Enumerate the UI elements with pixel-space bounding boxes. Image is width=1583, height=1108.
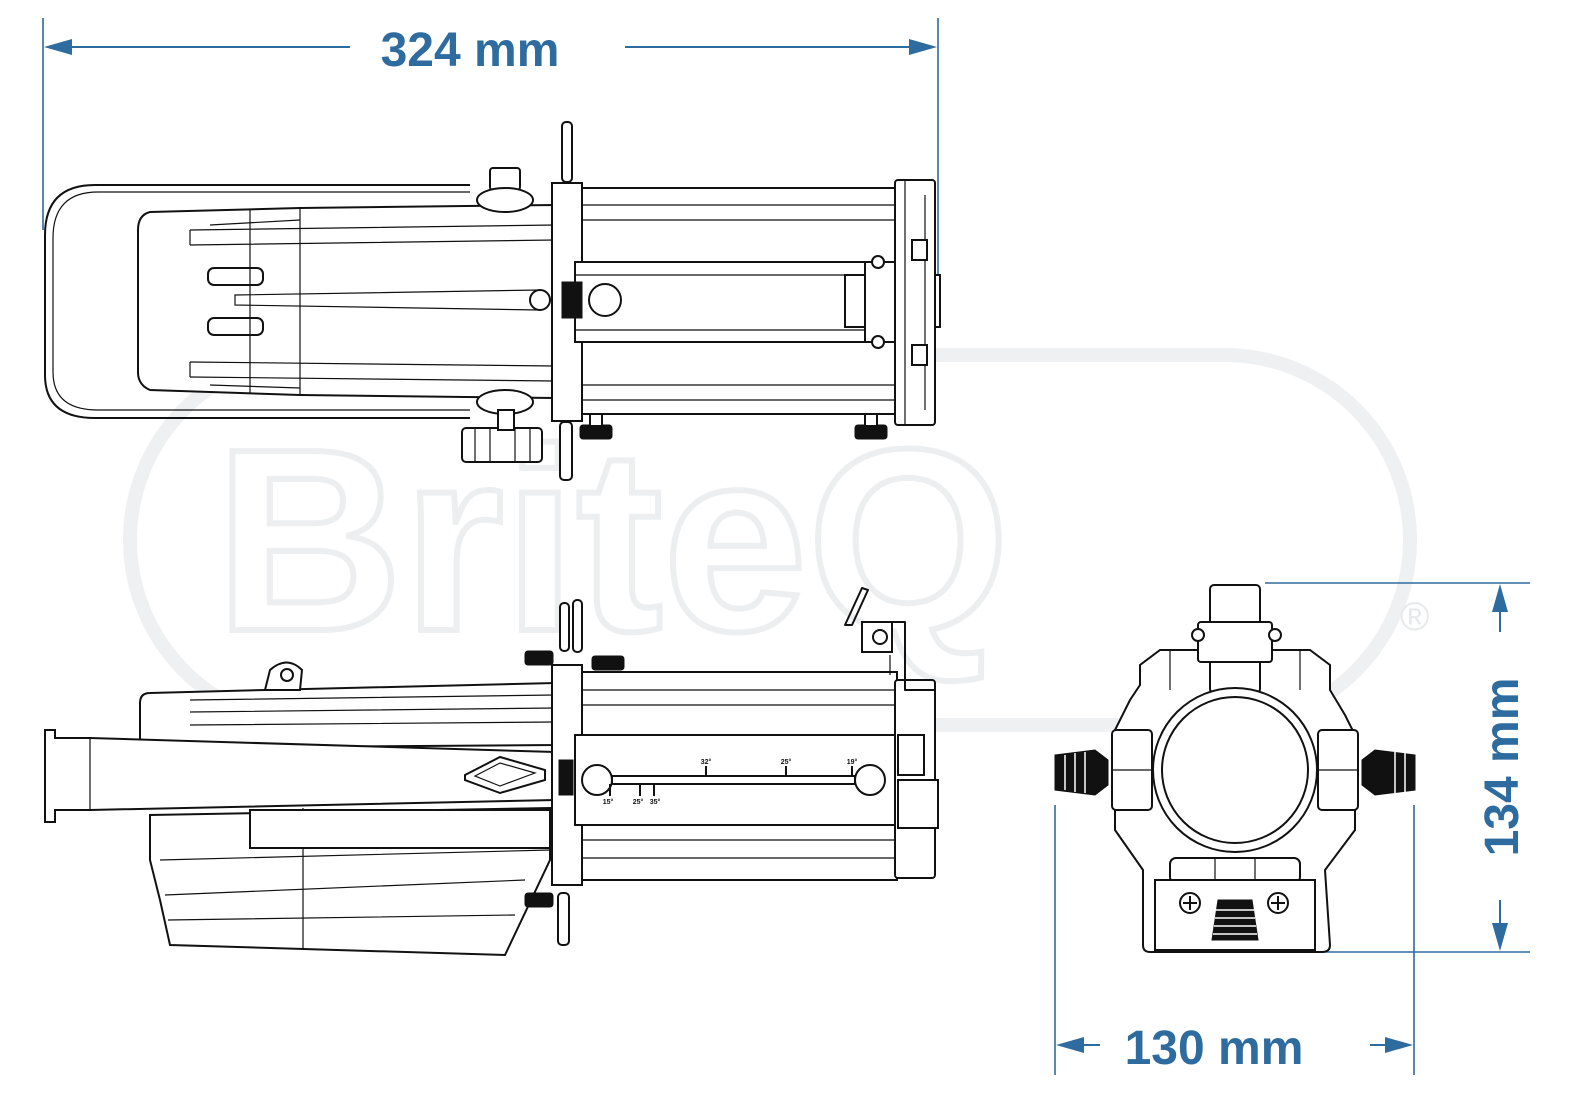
dimension-width: 130 mm: [1054, 805, 1415, 1075]
side-view: 32° 25° 19° 15° 25° 35°: [44, 587, 939, 957]
zoom-mark-25b: 25°: [633, 798, 644, 806]
arrow-left-icon: [44, 39, 72, 55]
arrow-up-icon: [1492, 584, 1508, 612]
dimension-length: 324 mm: [42, 18, 939, 275]
zoom-mark-19: 19°: [847, 758, 858, 766]
top-view: [44, 121, 941, 481]
registered-mark: ®: [1400, 595, 1429, 639]
arrow-down-icon: [1492, 923, 1508, 951]
arrow-right-icon: [909, 39, 937, 55]
zoom-mark-35: 35°: [650, 798, 661, 806]
zoom-mark-15: 15°: [603, 798, 614, 806]
zoom-mark-25: 25°: [781, 758, 792, 766]
height-label: 134 mm: [1476, 678, 1529, 857]
length-label: 324 mm: [381, 24, 560, 77]
arrow-right-icon: [1385, 1037, 1413, 1053]
zoom-mark-32: 32°: [701, 758, 712, 766]
arrow-left-icon: [1056, 1037, 1084, 1053]
width-label: 130 mm: [1125, 1022, 1304, 1075]
front-view: [1054, 584, 1416, 953]
